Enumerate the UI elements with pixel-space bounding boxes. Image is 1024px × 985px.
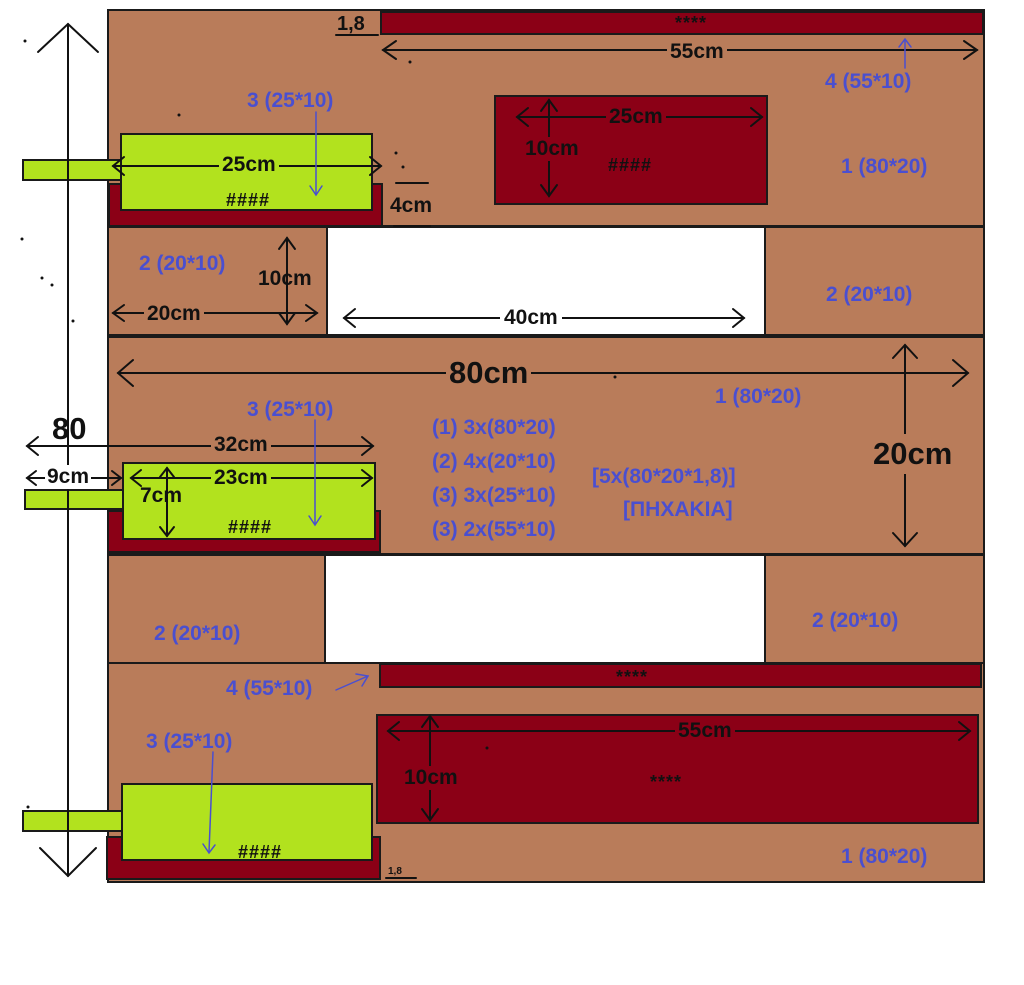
cut-list-line-2: (2) 4x(20*10): [432, 450, 556, 473]
cut-list-unit: [ΠΗΧΑΚΙΑ]: [623, 498, 733, 521]
marker-mid-block: ####: [608, 155, 653, 175]
label-dim-80: 80cm: [446, 355, 532, 391]
part-label-4-top: 4 (55*10): [825, 70, 912, 93]
cut-list-line-1: (1) 3x(80*20): [432, 416, 556, 439]
label-dim-20-right: 20cm: [871, 434, 955, 474]
part-label-1-bottom: 1 (80*20): [841, 845, 928, 868]
label-dim-25-mid: 25cm: [606, 105, 666, 129]
label-total-height: 80: [52, 411, 87, 446]
label-dim-25-left: 25cm: [219, 153, 279, 177]
cut-list-line-4: (3) 2x(55*10): [432, 518, 556, 541]
label-thickness-bottom: 1,8: [388, 866, 402, 877]
label-dim-10-left: 10cm: [258, 267, 312, 290]
part-label-4-bottom: 4 (55*10): [226, 677, 313, 700]
part-label-1-top: 1 (80*20): [841, 155, 928, 178]
label-dim-10-bottom: 10cm: [402, 766, 460, 790]
label-dim-9: 9cm: [45, 465, 92, 489]
label-dim-23: 23cm: [211, 466, 271, 490]
label-dim-7: 7cm: [140, 484, 183, 507]
board-upper-right-block: [764, 226, 985, 336]
slider-bottom: [121, 783, 373, 861]
cut-list-total: [5x(80*20*1,8)]: [592, 465, 736, 488]
label-dim-10-mid: 10cm: [523, 137, 581, 161]
marker-left-top: ####: [226, 190, 271, 210]
label-thickness-top: 1,8: [337, 13, 365, 35]
marker-bottom-block: ****: [650, 772, 683, 792]
label-dim-32: 32cm: [211, 433, 271, 457]
marker-left-bottom: ####: [238, 842, 283, 862]
marker-bottom-strip: ****: [616, 667, 649, 687]
gap-lower: [324, 554, 766, 664]
strip-bottom-upper: [379, 663, 982, 688]
label-dim-4: 4cm: [390, 194, 433, 217]
label-dim-55-top: 55cm: [667, 40, 727, 64]
cut-list-line-3: (3) 3x(25*10): [432, 484, 556, 507]
part-label-3-top: 3 (25*10): [247, 89, 334, 112]
label-dim-40: 40cm: [500, 306, 562, 330]
board-lower-right-block: [764, 554, 985, 664]
label-dim-20-left: 20cm: [144, 302, 204, 326]
board-lower-left-block: [107, 554, 326, 664]
part-label-3-middle: 3 (25*10): [247, 398, 334, 421]
part-label-2-right-upper: 2 (20*10): [826, 283, 913, 306]
part-label-2-left-upper: 2 (20*10): [139, 252, 226, 275]
strip-top: [380, 11, 984, 35]
marker-top-strip: ****: [675, 13, 708, 33]
part-label-3-bottom: 3 (25*10): [146, 730, 233, 753]
part-label-1-middle: 1 (80*20): [715, 385, 802, 408]
part-label-2-right-lower: 2 (20*10): [812, 609, 899, 632]
part-label-2-left-lower: 2 (20*10): [154, 622, 241, 645]
label-dim-55-bottom: 55cm: [675, 719, 735, 743]
marker-left-middle: ####: [228, 517, 273, 537]
